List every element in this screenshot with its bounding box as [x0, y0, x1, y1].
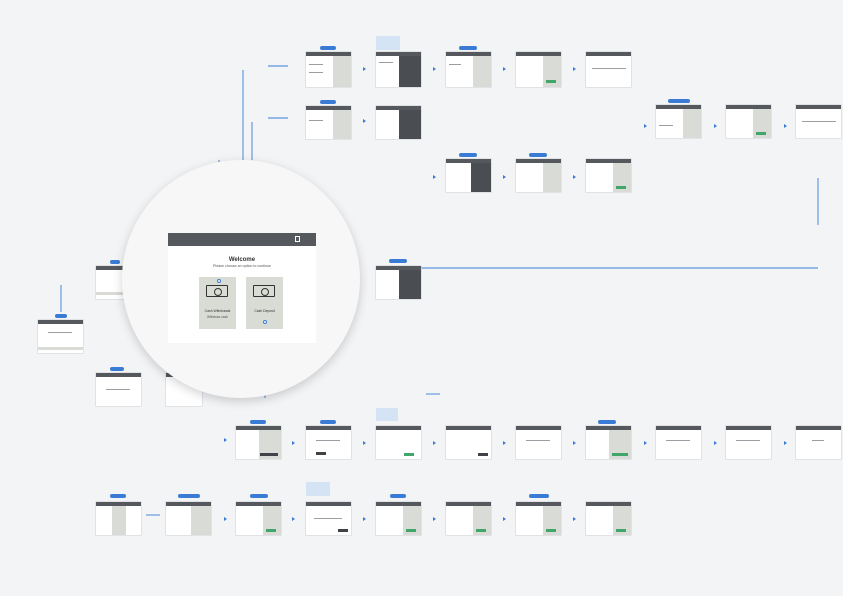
- screen-thumbnail[interactable]: [38, 320, 83, 353]
- option-sublabel: Withdraw cash: [207, 315, 228, 319]
- screen-thumbnail[interactable]: [306, 502, 351, 535]
- screen-thumbnail[interactable]: [96, 266, 124, 299]
- bookmark-icon: [295, 236, 300, 242]
- annotation-note: [376, 408, 398, 421]
- step-tag: [250, 494, 268, 498]
- screen-thumbnail[interactable]: [306, 426, 351, 459]
- screen-thumbnail[interactable]: [96, 502, 141, 535]
- step-tag: [110, 494, 126, 498]
- step-tag: [110, 260, 120, 264]
- step-tag: [110, 367, 124, 371]
- step-tag: [459, 46, 477, 50]
- screen-thumbnail[interactable]: [376, 52, 421, 87]
- screen-thumbnail[interactable]: [656, 426, 701, 459]
- welcome-subtitle: Please choose an option to continue: [213, 264, 271, 268]
- welcome-screen: Welcome Please choose an option to conti…: [168, 233, 316, 343]
- step-tag: [668, 99, 690, 103]
- screen-thumbnail[interactable]: [586, 502, 631, 535]
- screen-thumbnail[interactable]: [236, 502, 281, 535]
- option-label: Cash Deposit: [254, 309, 275, 313]
- step-tag: [320, 46, 336, 50]
- screen-thumbnail[interactable]: [516, 502, 561, 535]
- screen-thumbnail[interactable]: [516, 52, 561, 87]
- screen-thumbnail[interactable]: [586, 426, 631, 459]
- screen-thumbnail[interactable]: [446, 426, 491, 459]
- option-label: Cash Withdrawal: [204, 309, 231, 313]
- screen-thumbnail[interactable]: [166, 502, 211, 535]
- screen-thumbnail[interactable]: [236, 426, 281, 459]
- step-tag: [598, 420, 616, 424]
- screen-thumbnail[interactable]: [446, 159, 491, 192]
- screen-thumbnail[interactable]: [586, 159, 631, 192]
- screen-thumbnail[interactable]: [376, 106, 421, 139]
- screen-thumbnail[interactable]: [376, 426, 421, 459]
- screen-thumbnail[interactable]: [446, 502, 491, 535]
- screen-header: [168, 233, 316, 246]
- screen-thumbnail[interactable]: [726, 426, 771, 459]
- screen-thumbnail[interactable]: [446, 52, 491, 87]
- screen-thumbnail[interactable]: [796, 105, 841, 138]
- step-tag: [55, 314, 67, 318]
- step-tag: [529, 494, 549, 498]
- step-tag: [320, 100, 336, 104]
- step-tag: [178, 494, 200, 498]
- atm-cash-icon: [206, 285, 228, 297]
- welcome-title: Welcome: [228, 257, 256, 263]
- screen-thumbnail[interactable]: [586, 52, 631, 87]
- step-tag: [459, 153, 477, 157]
- annotation-note: [306, 482, 330, 496]
- screen-thumbnail[interactable]: [376, 266, 421, 299]
- step-tag: [390, 494, 406, 498]
- screen-thumbnail[interactable]: [726, 105, 771, 138]
- screen-thumbnail[interactable]: [656, 105, 701, 138]
- screen-thumbnail[interactable]: [376, 502, 421, 535]
- annotation-note: [376, 36, 400, 50]
- connector-anchor: [263, 320, 267, 324]
- screen-thumbnail[interactable]: [96, 373, 141, 406]
- screen-thumbnail[interactable]: [796, 426, 841, 459]
- screen-thumbnail[interactable]: [306, 52, 351, 87]
- step-tag: [320, 420, 336, 424]
- screen-thumbnail[interactable]: [516, 426, 561, 459]
- screen-thumbnail[interactable]: [516, 159, 561, 192]
- step-tag: [250, 420, 266, 424]
- step-tag: [389, 259, 407, 263]
- screen-thumbnail[interactable]: [306, 106, 351, 139]
- step-tag: [529, 153, 547, 157]
- cash-note-icon: [253, 285, 275, 297]
- connector-anchor: [217, 279, 221, 283]
- cash-withdrawal-card[interactable]: Cash Withdrawal Withdraw cash: [199, 277, 236, 329]
